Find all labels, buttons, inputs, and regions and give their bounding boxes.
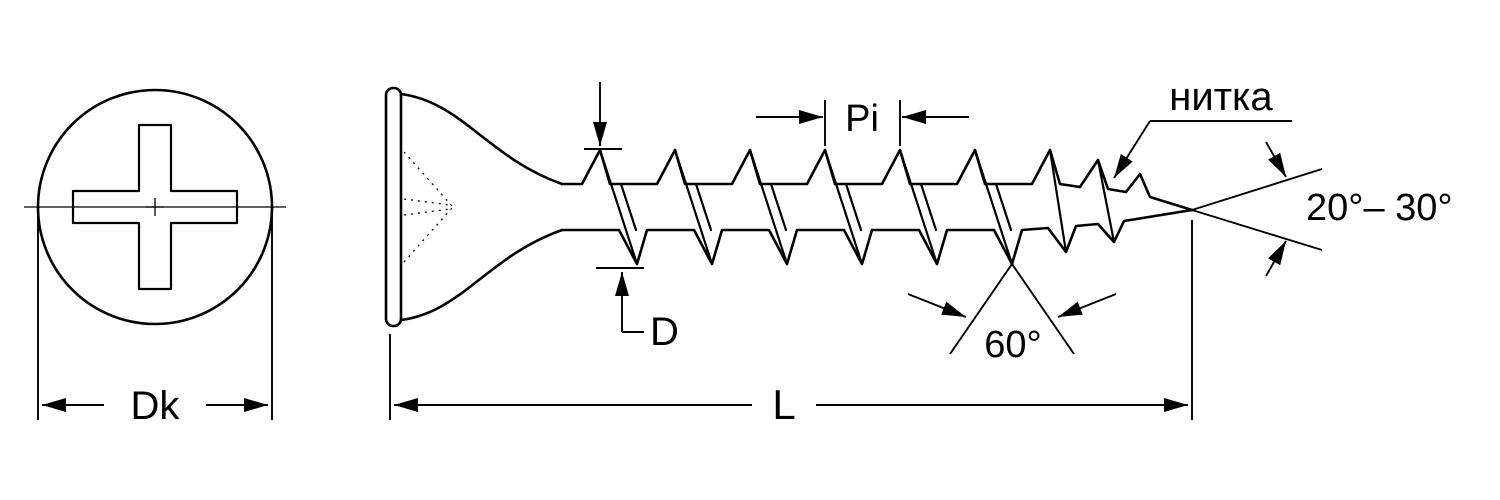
tip-angle-dimension: 20°– 30° — [1191, 141, 1453, 277]
thread-angle-label: 60° — [984, 324, 1041, 366]
thread-callout-arrow-icon — [1113, 120, 1151, 179]
tip-angle-label: 20°– 30° — [1306, 187, 1453, 229]
recess-hidden-lines — [403, 151, 453, 263]
pi-dimension: Pi — [756, 98, 969, 146]
dk-label: Dk — [131, 384, 181, 428]
dk-dimension: Dk — [37, 213, 273, 428]
screw-side-view — [384, 86, 1194, 328]
head-top-profile — [399, 92, 564, 186]
l-dimension: L — [389, 220, 1193, 428]
center-mark-icon — [146, 198, 164, 216]
thread-callout: нитка — [1113, 75, 1292, 179]
phillips-recess-outline — [71, 123, 239, 291]
head-rim — [384, 86, 403, 328]
thread-callout-label: нитка — [1169, 75, 1273, 119]
thread-bottom-profile — [560, 208, 1194, 266]
thread-angle-arrow-right-icon — [1057, 293, 1117, 318]
d-label: D — [650, 310, 679, 354]
thread-helix-lines — [598, 148, 1116, 266]
thread-top-profile — [560, 148, 1194, 212]
screw-head-top-view — [24, 88, 286, 326]
head-bottom-profile — [399, 228, 564, 322]
thread-angle-arrow-left-icon — [907, 293, 967, 318]
tip-angle-line-lower — [1191, 209, 1323, 251]
tip-angle-arrow-upper-icon — [1265, 141, 1287, 178]
tip-angle-arrow-lower-icon — [1265, 240, 1287, 277]
head-outline-circle — [36, 88, 274, 326]
thread-angle-line-right — [1011, 263, 1075, 355]
thread-angle-dimension: 60° — [907, 263, 1117, 366]
tip-angle-line-upper — [1191, 168, 1323, 211]
pi-label: Pi — [845, 98, 879, 140]
d-dimension: D — [584, 82, 679, 354]
l-label: L — [772, 381, 795, 428]
thread-angle-line-left — [949, 263, 1013, 355]
